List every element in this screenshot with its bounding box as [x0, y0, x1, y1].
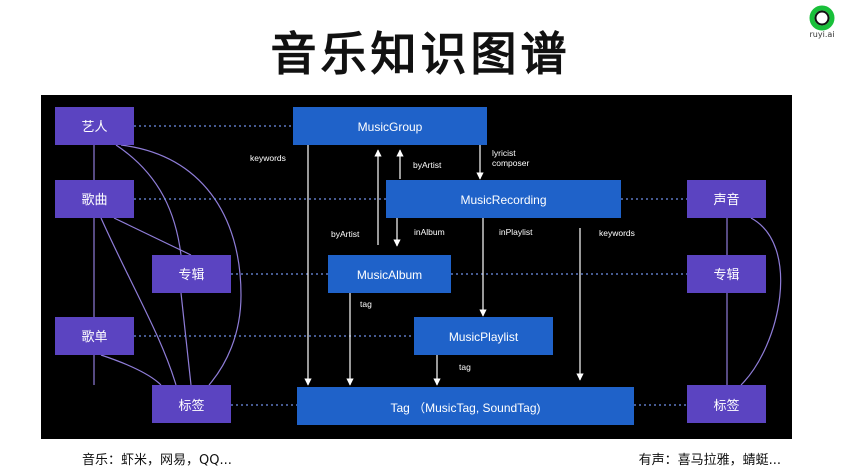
class-boxes: MusicGroup MusicRecording MusicAlbum Mus…: [293, 107, 634, 425]
class-box-tag[interactable]: [297, 387, 634, 425]
edge-labels: keywords byArtist lyricist composer byAr…: [250, 148, 635, 372]
class-box-music-album[interactable]: [328, 255, 451, 293]
class-label-music-playlist: MusicPlaylist: [449, 330, 519, 344]
edge-label-lyricist: lyricist: [492, 148, 516, 158]
entity-box-sound[interactable]: [687, 180, 766, 218]
edge-label-composer: composer: [492, 158, 529, 168]
edge-label-keywords: keywords: [250, 153, 286, 163]
ruyi-logo-icon: [809, 5, 835, 31]
entity-box-artist[interactable]: [55, 107, 134, 145]
entity-label-album: 专辑: [178, 268, 204, 283]
slide-title: 音乐知识图谱: [270, 27, 571, 81]
knowledge-graph-diagram: 艺人 歌曲 专辑 歌单 标签 声音 专辑 标签 MusicGroup Music…: [55, 107, 782, 425]
edge-label-tag-playlist: tag: [459, 362, 471, 372]
class-label-tag: Tag （MusicTag, SoundTag): [390, 401, 540, 415]
relation-arrows: [304, 145, 584, 386]
class-box-music-playlist[interactable]: [414, 317, 553, 355]
entity-label-playlist: 歌单: [81, 330, 107, 345]
entity-box-sound-album[interactable]: [687, 255, 766, 293]
footer-music-sources: 音乐：虾米，网易，QQ...: [82, 453, 232, 468]
edge-label-byartist: byArtist: [413, 160, 442, 170]
class-box-music-recording[interactable]: [386, 180, 621, 218]
right-entity-links: [726, 217, 782, 386]
logo-text: ruyi.ai: [809, 30, 835, 39]
edge-label-keywords-recording: keywords: [599, 228, 635, 238]
edge-label-inalbum: inAlbum: [414, 227, 445, 237]
entity-box-playlist[interactable]: [55, 317, 134, 355]
edge-label-byartist-album: byArtist: [331, 229, 360, 239]
entity-label-artist: 艺人: [81, 120, 107, 135]
class-label-music-album: MusicAlbum: [357, 268, 422, 282]
footer-audio-sources: 有声：喜马拉雅，蜻蜓...: [638, 453, 781, 468]
entity-label-sound: 声音: [713, 192, 739, 208]
edge-label-inplaylist: inPlaylist: [499, 227, 533, 237]
diagram-panel: 艺人 歌曲 专辑 歌单 标签 声音 专辑 标签 MusicGroup Music…: [41, 95, 792, 439]
entity-class-dotted-links: [134, 125, 687, 406]
entity-box-sound-tag[interactable]: [687, 385, 766, 423]
entity-box-song[interactable]: [55, 180, 134, 218]
entity-label-sound-album: 专辑: [713, 268, 739, 283]
class-box-music-group[interactable]: [293, 107, 487, 145]
class-label-music-recording: MusicRecording: [460, 193, 546, 207]
entity-label-tag: 标签: [178, 398, 204, 414]
class-label-music-group: MusicGroup: [358, 120, 423, 134]
entity-label-song: 歌曲: [81, 193, 107, 208]
entity-label-sound-tag: 标签: [713, 398, 739, 414]
entity-box-tag[interactable]: [152, 385, 231, 423]
left-entity-boxes: 艺人 歌曲 专辑 歌单 标签: [55, 107, 231, 423]
entity-box-album[interactable]: [152, 255, 231, 293]
right-entity-boxes: 声音 专辑 标签: [687, 180, 766, 423]
edge-label-tag-album: tag: [360, 299, 372, 309]
left-entity-links: [93, 144, 242, 386]
